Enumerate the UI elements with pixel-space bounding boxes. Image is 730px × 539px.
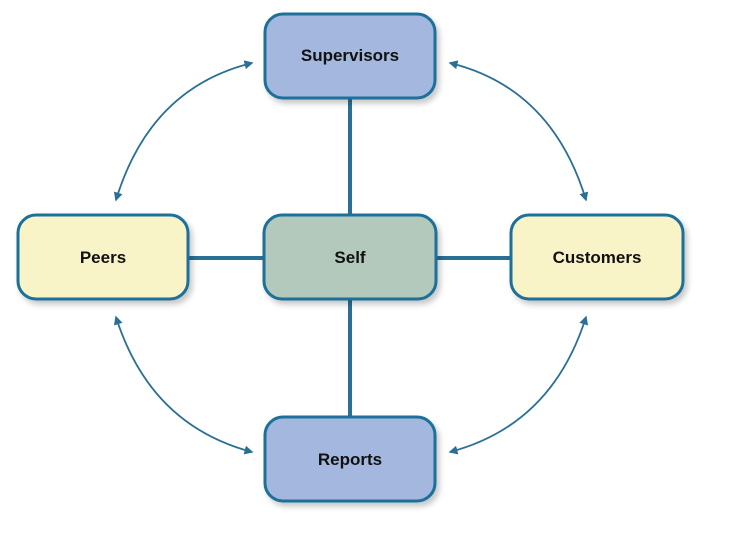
node-reports: Reports xyxy=(263,415,437,503)
arrow-peers-reports xyxy=(113,315,254,455)
node-self-label: Self xyxy=(334,248,366,267)
node-self-box xyxy=(262,213,438,301)
node-customers-label: Customers xyxy=(553,248,642,267)
node-supervisors: Supervisors xyxy=(263,12,437,100)
arrow-peers-supervisors xyxy=(113,60,254,202)
node-peers-label: Peers xyxy=(80,248,126,267)
arrow-customers-reports xyxy=(448,315,589,455)
arrow-supervisors-customers xyxy=(448,60,589,202)
node-reports-label: Reports xyxy=(318,450,382,469)
connectors xyxy=(188,97,512,418)
node-customers: Customers xyxy=(509,213,685,301)
node-supervisors-label: Supervisors xyxy=(301,46,399,65)
relationship-arrows xyxy=(113,60,589,455)
node-peers-box xyxy=(16,213,190,301)
node-customers-box xyxy=(509,213,685,301)
node-self: Self xyxy=(262,213,438,301)
node-peers: Peers xyxy=(16,213,190,301)
node-supervisors-box xyxy=(263,12,437,100)
node-reports-box xyxy=(263,415,437,503)
